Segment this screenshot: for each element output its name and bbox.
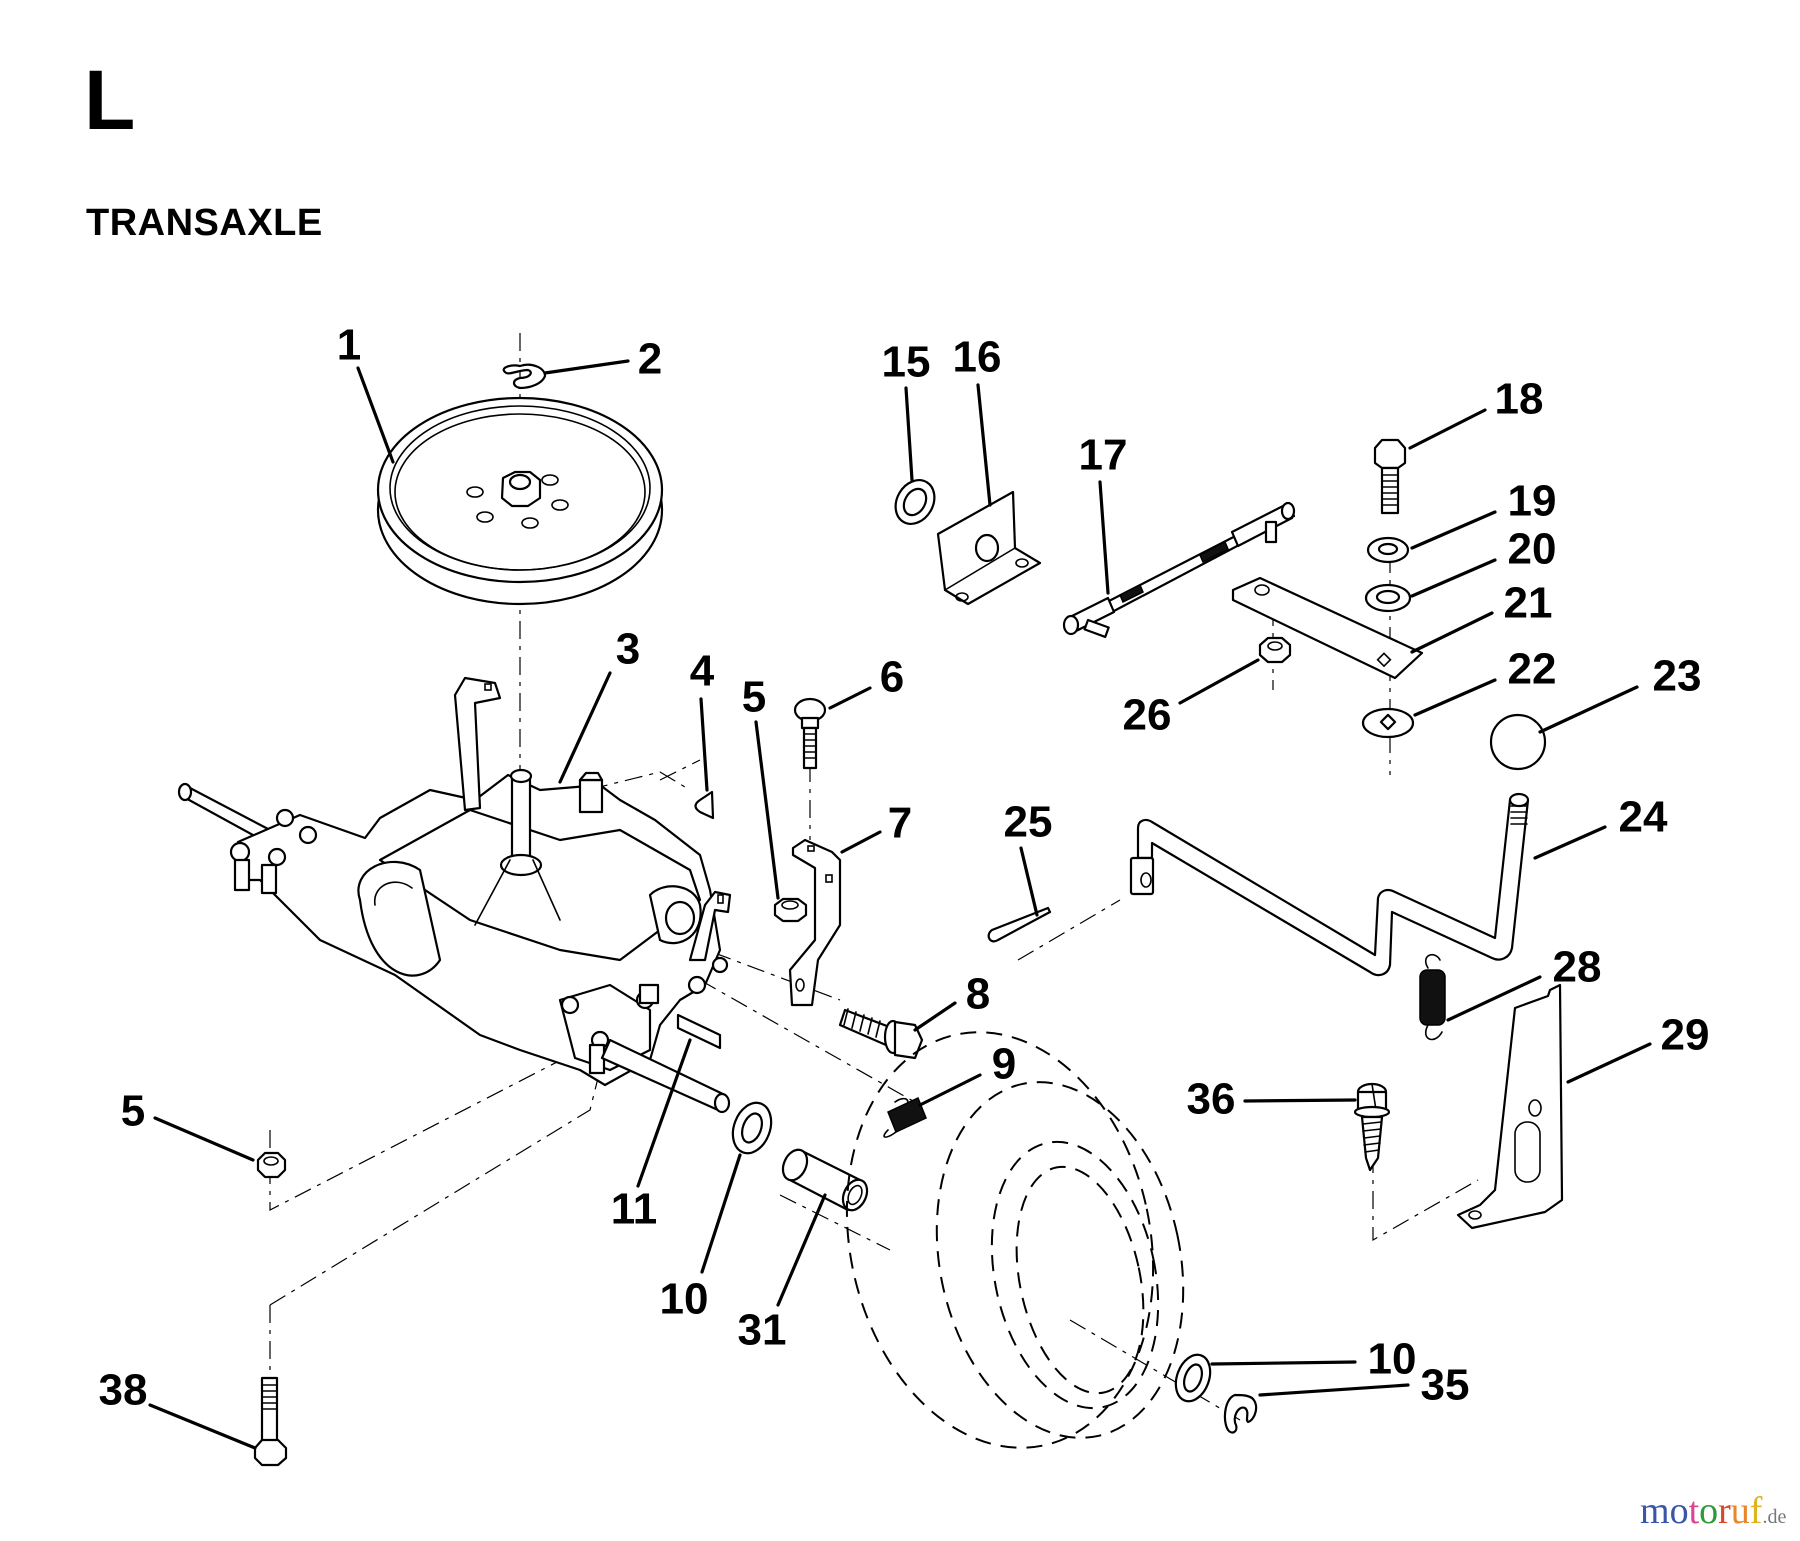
angle-bracket [936,490,1042,606]
shift-arm [1231,576,1424,680]
square-hole-washer [1361,707,1415,739]
flat-washer [1364,583,1412,613]
callout-5: 5 [742,673,766,722]
washer-lower [731,1101,773,1155]
nut-26 [1258,636,1292,664]
transaxle [177,676,732,1114]
callout-26: 26 [1123,691,1172,740]
callout-19: 19 [1508,477,1557,526]
watermark-letter: r [1718,1490,1731,1532]
callout-24: 24 [1619,793,1668,842]
callout-38: 38 [99,1366,148,1415]
washer-right [1174,1353,1212,1403]
callout-18: 18 [1495,375,1544,424]
square-key [676,1013,722,1050]
e-ring [502,363,547,390]
lock-washer [1366,536,1410,564]
callout-17: 17 [1079,431,1128,480]
callout-6: 6 [880,653,904,702]
e-ring-right [1223,1393,1258,1434]
callout-3: 3 [616,625,640,674]
callout-31: 31 [738,1306,787,1355]
extension-spring [1419,953,1446,1041]
hex-bolt-lower [253,1376,288,1467]
shift-rod [1062,501,1296,639]
callout-9: 9 [992,1040,1016,1089]
screw-36 [1353,1082,1391,1172]
spacer [781,1148,869,1212]
woodruff-key [694,790,715,820]
knob [1489,713,1547,771]
watermark-letter: u [1730,1490,1750,1532]
section-letter: L [84,53,136,147]
callout-10: 10 [660,1275,709,1324]
cotter-pin [987,906,1052,943]
watermark-letter: o [1699,1490,1719,1532]
spring-small [883,1096,927,1138]
callout-36: 36 [1187,1075,1236,1124]
callout-7: 7 [888,799,912,848]
carriage-bolt [793,697,827,770]
leader-lines [148,359,1652,1450]
callout-20: 20 [1508,525,1557,574]
callout-2: 2 [638,335,662,384]
pulley [376,396,664,606]
watermark-letter: o [1669,1490,1689,1532]
callout-29: 29 [1661,1011,1710,1060]
nut-lower [256,1151,287,1179]
callout-4: 4 [690,647,715,696]
flange-bolt [838,1008,924,1060]
callout-22: 22 [1508,645,1557,694]
watermark-letter: t [1688,1490,1700,1532]
bracket [788,838,842,1007]
washer-15 [894,479,936,525]
watermark-letter: m [1640,1490,1670,1532]
hex-bolt-18 [1373,438,1407,515]
callout-23: 23 [1653,652,1702,701]
callout-1: 1 [337,321,361,370]
callout-28: 28 [1553,943,1602,992]
shift-lever [1129,792,1530,977]
callout-10: 10 [1368,1335,1417,1384]
watermark-letter: f [1749,1490,1763,1532]
wheel-outline [845,1031,1185,1449]
callout-numbers: 1 2 3 4 5 6 7 8 9 10 11 31 5 38 15 16 17… [99,321,1710,1415]
callout-16: 16 [953,333,1002,382]
callout-5: 5 [121,1087,145,1136]
lever-bracket [1456,983,1564,1230]
callout-8: 8 [966,970,990,1019]
watermark-logo: motoruf.de [1640,1492,1786,1530]
callout-21: 21 [1504,579,1553,628]
nut-upper [773,897,808,923]
section-title: TRANSAXLE [86,202,323,244]
callout-25: 25 [1004,798,1053,847]
callout-11: 11 [611,1185,658,1234]
callout-35: 35 [1421,1361,1470,1410]
callout-15: 15 [882,338,931,387]
watermark-suffix: .de [1762,1506,1787,1528]
